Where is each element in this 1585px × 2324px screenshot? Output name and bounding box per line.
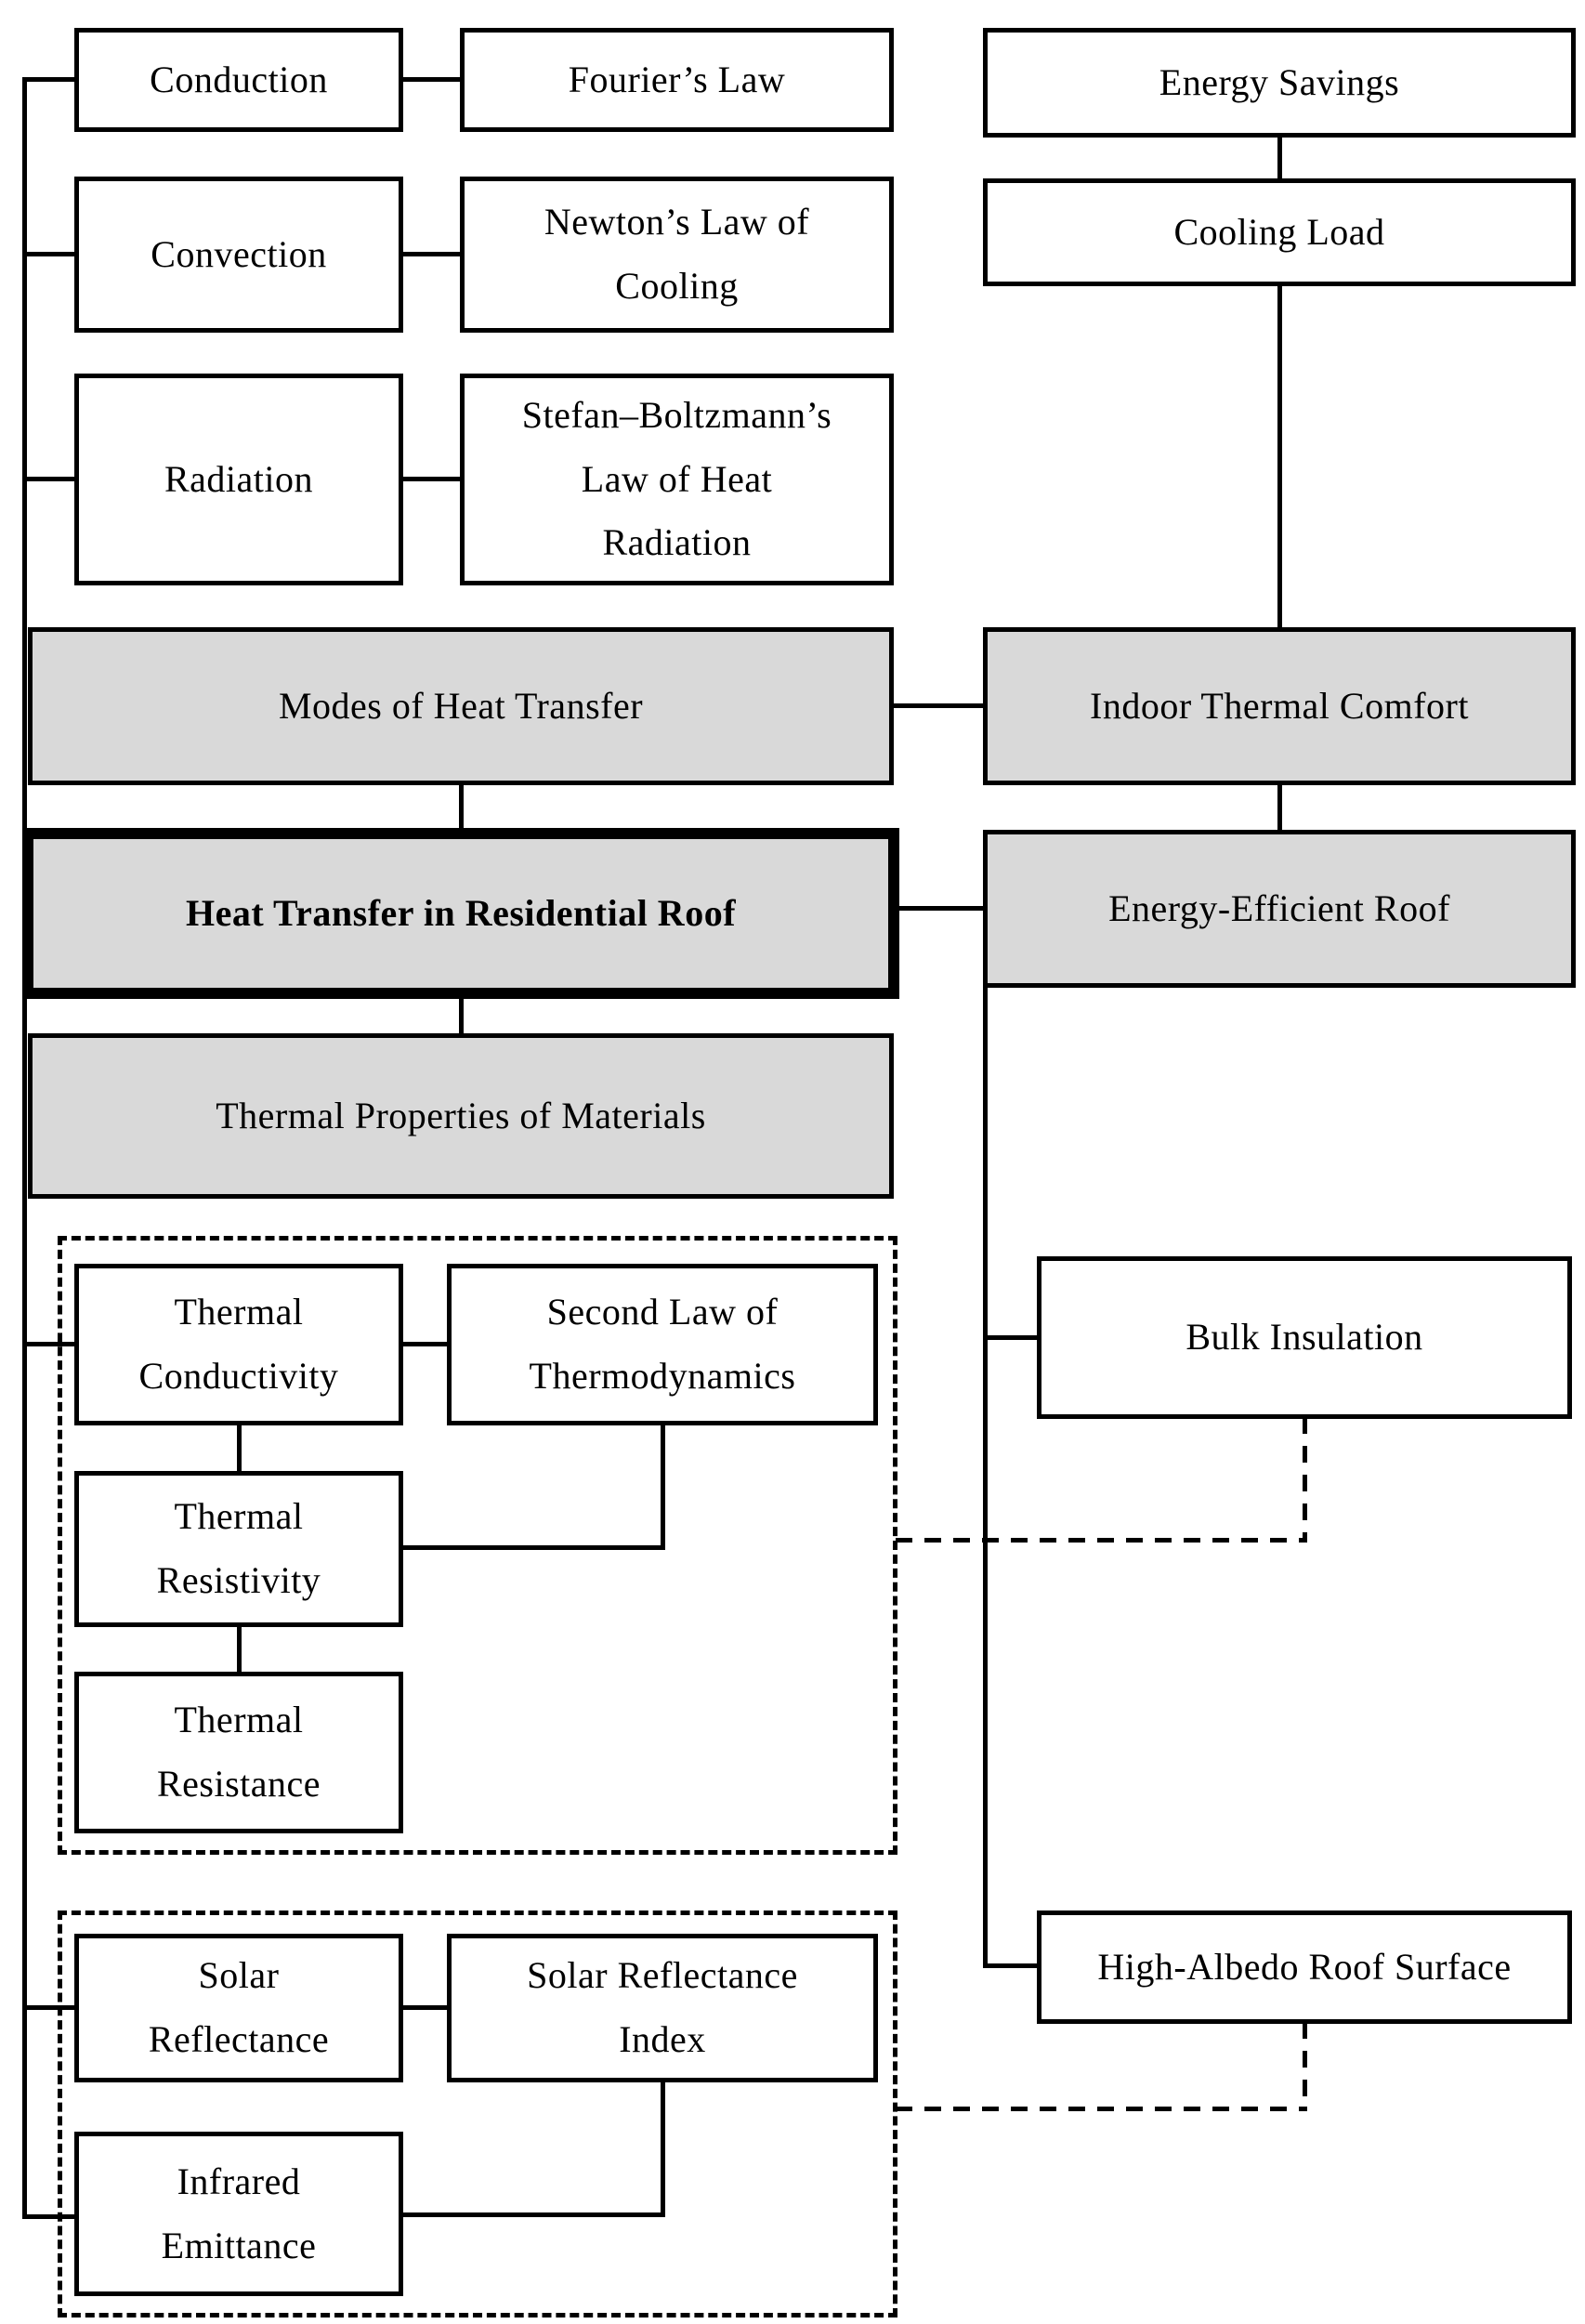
connector-eer-bulkinsulation	[983, 1335, 1037, 1340]
group-conduction-properties	[58, 1236, 897, 1855]
node-second-law-of-thermodynamics: Second Law of Thermodynamics	[447, 1264, 878, 1425]
node-newtons-law-of-cooling: Newton’s Law of Cooling	[460, 177, 894, 333]
node-thermal-resistivity: Thermal Resistivity	[74, 1471, 403, 1627]
connector-sri-drop	[661, 2081, 665, 2217]
connector-secondlaw-drop	[661, 1424, 665, 1550]
connector-highalbedo-group	[896, 2107, 1307, 2111]
connector-convection-newtons	[403, 252, 460, 256]
connector-modes-heattransfer	[459, 783, 464, 830]
node-stefan-boltzmanns-law: Stefan–Boltzmann’s Law of Heat Radiation	[460, 374, 894, 585]
connector-heattransfer-thermalproperties	[459, 997, 464, 1035]
node-bulk-insulation: Bulk Insulation	[1037, 1256, 1572, 1419]
node-energy-savings: Energy Savings	[983, 28, 1576, 138]
node-energy-efficient-roof: Energy-Efficient Roof	[983, 830, 1576, 988]
connector-left-trunk	[22, 77, 27, 2219]
node-fouriers-law: Fourier’s Law	[460, 28, 894, 132]
node-indoor-thermal-comfort: Indoor Thermal Comfort	[983, 627, 1576, 785]
node-high-albedo-roof-surface: High-Albedo Roof Surface	[1037, 1910, 1572, 2024]
connector-radiation-stefan	[403, 477, 460, 481]
connector-trunk-radiation	[22, 477, 74, 481]
connector-eer-drop	[983, 986, 988, 1968]
connector-coolingload-itc	[1277, 284, 1282, 629]
connector-bulkinsulation-group-drop	[1303, 1417, 1307, 1543]
node-solar-reflectance-index: Solar Reflectance Index	[447, 1934, 878, 2082]
node-radiation: Radiation	[74, 374, 403, 585]
connector-resistivity-resistance	[237, 1625, 242, 1672]
node-modes-of-heat-transfer: Modes of Heat Transfer	[28, 627, 894, 785]
connector-energysavings-coolingload	[1277, 136, 1282, 180]
connector-sri-infraredemittance	[403, 2212, 665, 2217]
node-thermal-resistance: Thermal Resistance	[74, 1672, 403, 1833]
connector-trunk-conduction	[22, 77, 74, 82]
connector-trunk-infrared-emittance	[22, 2214, 74, 2219]
node-heat-transfer-in-residential-roof: Heat Transfer in Residential Roof	[22, 828, 899, 999]
connector-heattransfer-eer	[896, 906, 985, 911]
node-thermal-properties-of-materials: Thermal Properties of Materials	[28, 1033, 894, 1199]
connector-conduction-fouriers	[403, 77, 460, 82]
connector-trunk-convection	[22, 252, 74, 256]
connector-modes-itc	[892, 703, 985, 708]
connector-resistivity-secondlaw	[403, 1545, 665, 1550]
connector-solarreflectance-sri	[403, 2005, 447, 2010]
connector-conductivity-secondlaw	[403, 1342, 447, 1346]
node-thermal-conductivity: Thermal Conductivity	[74, 1264, 403, 1425]
connector-eer-highalbedo	[983, 1963, 1037, 1968]
node-conduction: Conduction	[74, 28, 403, 132]
connector-trunk-solar-reflectance	[22, 2005, 74, 2010]
connector-highalbedo-group-drop	[1303, 2022, 1307, 2111]
connector-trunk-thermal-conductivity	[22, 1342, 74, 1346]
connector-conductivity-resistivity	[237, 1424, 242, 1471]
node-solar-reflectance: Solar Reflectance	[74, 1934, 403, 2082]
node-cooling-load: Cooling Load	[983, 178, 1576, 286]
node-infrared-emittance: Infrared Emittance	[74, 2132, 403, 2296]
connector-itc-eer	[1277, 783, 1282, 830]
node-convection: Convection	[74, 177, 403, 333]
connector-bulkinsulation-group	[896, 1538, 1307, 1543]
group-radiation-properties	[58, 1910, 897, 2317]
